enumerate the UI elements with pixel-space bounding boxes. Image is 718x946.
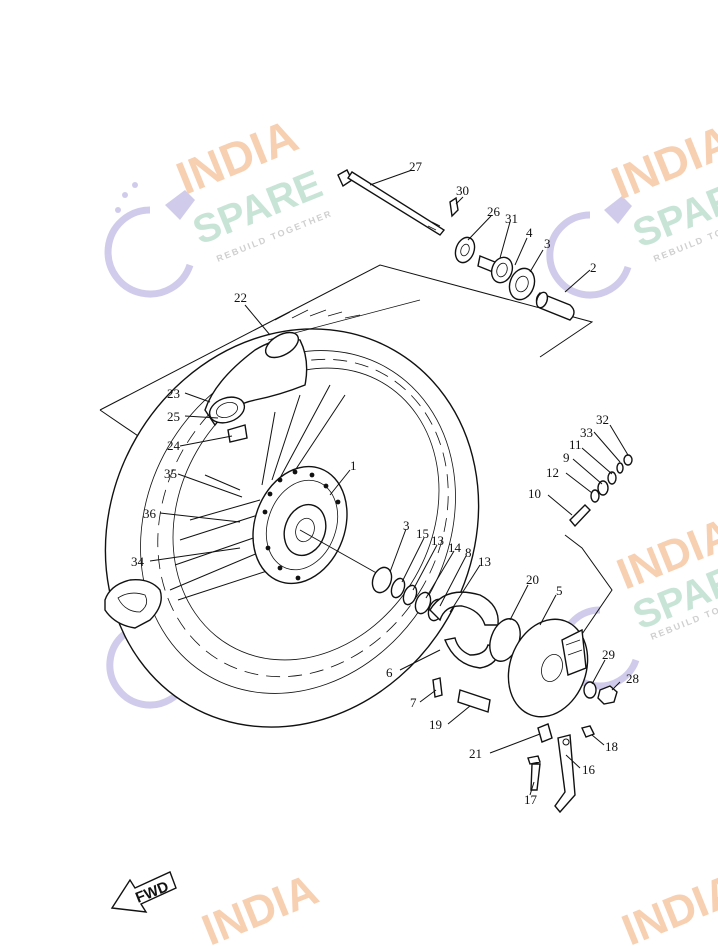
callout-30: 30 bbox=[456, 183, 469, 198]
callout-1: 1 bbox=[350, 458, 357, 473]
callout-24: 24 bbox=[167, 438, 181, 453]
cotter-pin bbox=[449, 196, 459, 218]
callout-13-right: 13 bbox=[478, 554, 491, 569]
brake-panel bbox=[489, 618, 589, 718]
callout-labels: 27 30 26 31 4 3 2 22 23 25 24 35 36 34 1… bbox=[131, 159, 639, 807]
fwd-label: FWD bbox=[133, 878, 171, 907]
callout-23: 23 bbox=[167, 386, 180, 401]
spokes bbox=[169, 384, 346, 601]
callout-26: 26 bbox=[487, 204, 501, 219]
callout-36: 36 bbox=[143, 506, 157, 521]
callout-32: 32 bbox=[596, 412, 609, 427]
watermark-right: INDIA SPARE REBUILD TOGETHER bbox=[546, 114, 718, 299]
callout-8: 8 bbox=[465, 545, 472, 560]
valve-stem bbox=[227, 424, 248, 443]
watermark-line1: INDIA bbox=[195, 865, 324, 946]
callout-10: 10 bbox=[528, 486, 541, 501]
callout-27: 27 bbox=[409, 159, 423, 174]
front-axle bbox=[337, 169, 446, 236]
grease-nipple bbox=[432, 677, 443, 698]
axle-centerline bbox=[299, 529, 381, 576]
callout-11: 11 bbox=[569, 437, 582, 452]
callout-9: 9 bbox=[563, 450, 570, 465]
wrench-logo-icon bbox=[104, 182, 195, 298]
callout-16: 16 bbox=[582, 762, 596, 777]
brake-cam bbox=[457, 689, 491, 713]
watermark-left: INDIA SPARE REBUILD TOGETHER bbox=[104, 109, 334, 298]
leader-lines bbox=[149, 169, 629, 796]
callout-28: 28 bbox=[626, 671, 639, 686]
brake-shoes bbox=[429, 591, 501, 669]
wheel-hub bbox=[252, 465, 348, 585]
callout-21: 21 bbox=[469, 746, 482, 761]
watermark-bottom: INDIA INDIA bbox=[195, 865, 718, 946]
callout-29: 29 bbox=[602, 647, 615, 662]
callout-4: 4 bbox=[526, 225, 533, 240]
callout-7: 7 bbox=[410, 695, 417, 710]
cam-lever-bolt bbox=[527, 755, 541, 791]
callout-3-left: 3 bbox=[403, 518, 410, 533]
callout-13-left: 13 bbox=[431, 533, 444, 548]
callout-25: 25 bbox=[167, 409, 180, 424]
callout-14: 14 bbox=[448, 540, 462, 555]
callout-19: 19 bbox=[429, 717, 442, 732]
callout-35: 35 bbox=[164, 466, 177, 481]
axle-nut bbox=[597, 685, 618, 705]
speedometer-drive bbox=[569, 454, 633, 528]
callout-5: 5 bbox=[556, 583, 563, 598]
callout-6: 6 bbox=[386, 665, 393, 680]
callout-20: 20 bbox=[526, 572, 539, 587]
cam-lever-nut bbox=[581, 725, 595, 738]
axle-hardware-right bbox=[454, 236, 575, 321]
callout-2: 2 bbox=[590, 260, 597, 275]
callout-18: 18 bbox=[605, 739, 618, 754]
wrench-logo-icon bbox=[546, 196, 632, 299]
callout-33: 33 bbox=[580, 425, 593, 440]
callout-31: 31 bbox=[505, 211, 518, 226]
brake-cam-lever bbox=[554, 734, 576, 814]
inner-tube bbox=[204, 331, 308, 427]
callout-12: 12 bbox=[546, 465, 559, 480]
tire-cross-section bbox=[104, 579, 162, 629]
callout-22: 22 bbox=[234, 290, 247, 305]
watermark-line1: INDIA bbox=[615, 865, 718, 946]
fwd-arrow-icon: FWD bbox=[110, 871, 177, 913]
callout-34: 34 bbox=[131, 554, 145, 569]
callout-15: 15 bbox=[416, 526, 429, 541]
cam-seal bbox=[537, 723, 553, 743]
callout-17: 17 bbox=[524, 792, 538, 807]
washer bbox=[583, 681, 597, 699]
callout-3-top: 3 bbox=[544, 236, 551, 251]
